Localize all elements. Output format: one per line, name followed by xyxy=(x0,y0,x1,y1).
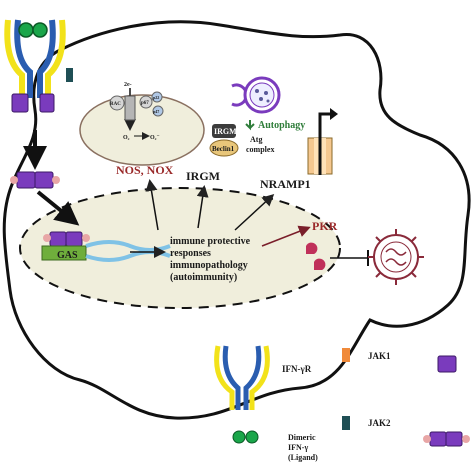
legend-ligand-line2: IFN-γ xyxy=(288,443,308,452)
nox-rac: RAC xyxy=(110,102,121,107)
irgm-box-label: IRGM xyxy=(214,127,237,136)
nox-vesicle xyxy=(79,94,205,166)
legend-jak1-label: JAK1 xyxy=(368,351,391,361)
nox-o2: O₂ xyxy=(123,135,130,141)
nramp1-channel xyxy=(307,108,338,175)
legend-stat1-dimer-icon xyxy=(423,431,470,447)
beclin1-label: Beclin1 xyxy=(212,145,235,153)
nramp1-label: NRAMP1 xyxy=(260,177,311,191)
atg-line2: complex xyxy=(246,145,274,154)
autophagy-label: Autophagy xyxy=(258,120,305,131)
response-line3: immunopathology xyxy=(170,260,248,271)
legend-stat1-icon xyxy=(437,355,457,373)
nox-complex xyxy=(109,88,164,140)
nucleus xyxy=(19,187,341,309)
legend-ligand-icon xyxy=(232,430,259,444)
nox-p67: p67 xyxy=(141,101,149,106)
nox-o2-minus: O₂⁻ xyxy=(150,135,160,141)
legend-receptor-icon xyxy=(214,345,270,410)
response-line4: (autoimmunity) xyxy=(170,272,237,283)
nos-nox-label: NOS, NOX xyxy=(116,163,174,177)
gas-label: GAS xyxy=(57,250,78,261)
receptor-complex-top xyxy=(4,19,73,113)
legend-jak2-label: JAK2 xyxy=(368,418,391,428)
autophagy-complex xyxy=(209,76,281,157)
atg-line1: Atg xyxy=(250,135,262,144)
legend-receptor-label: IFN-γR xyxy=(282,364,312,374)
nox-p47: p47 xyxy=(153,109,159,114)
virus-particle xyxy=(368,229,424,285)
response-line2: responses xyxy=(170,248,211,259)
legend-ligand-line1: Dimeric xyxy=(288,433,316,442)
nox-p22: p22 xyxy=(153,95,159,100)
stat1-dimer-cytoplasm xyxy=(10,171,60,189)
legend-ligand-line3: (Ligand) xyxy=(288,453,318,462)
legend-jak1-icon xyxy=(342,348,350,362)
irgm-label: IRGM xyxy=(186,169,220,183)
pkr-label: PKR xyxy=(312,219,338,233)
response-line1: immune protective xyxy=(170,236,251,247)
nox-electron: 2e- xyxy=(124,82,132,88)
legend-jak2-icon xyxy=(342,416,350,430)
